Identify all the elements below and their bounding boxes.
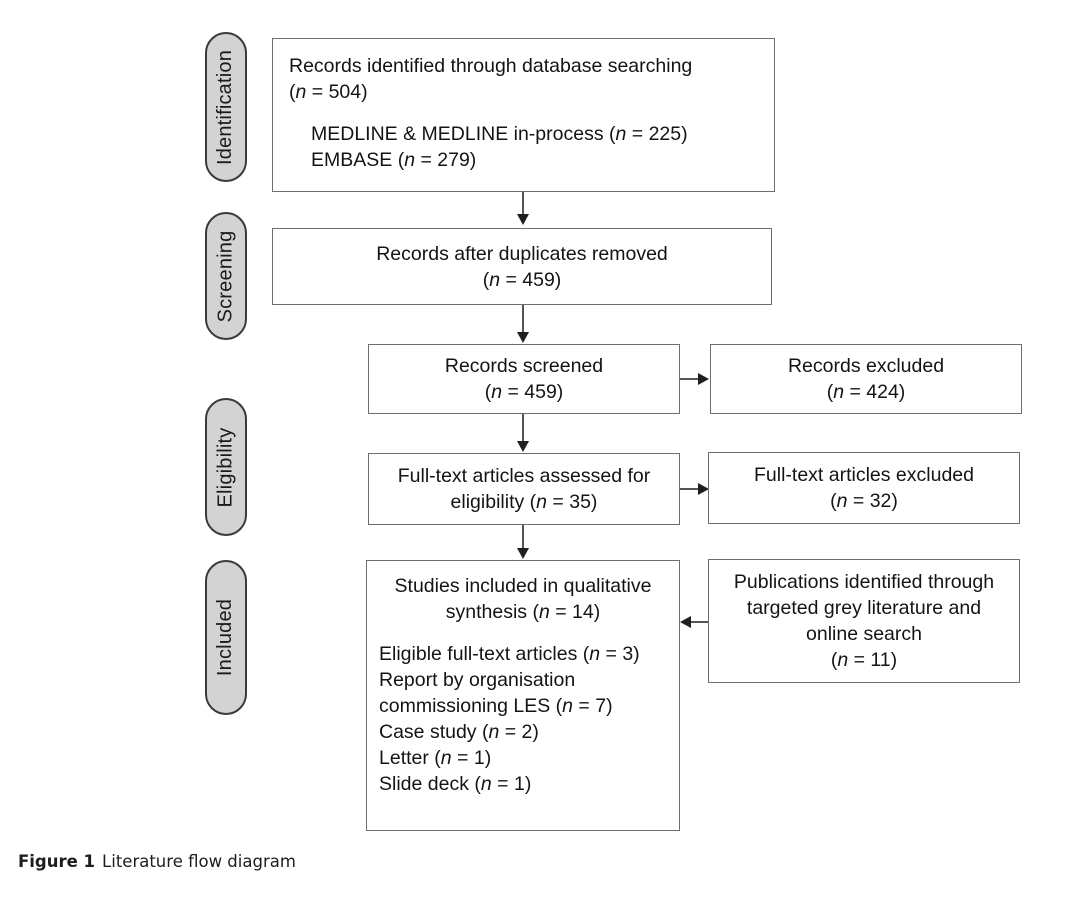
connector-fulltext-to-included: [522, 525, 524, 549]
duplicates-removed-count: (n = 459): [482, 268, 562, 291]
stage-pill-eligibility-label: Eligibility: [214, 426, 237, 508]
records-excluded-count: (n = 424): [826, 381, 906, 403]
records-screened-line1: Records screened: [444, 355, 604, 377]
box-fulltext-assessed: Full-text articles assessed for eligibil…: [368, 453, 680, 525]
stage-pill-included: Included: [205, 560, 247, 715]
connector-screened-to-fulltext: [522, 414, 524, 442]
figure-caption: Figure 1 Literature flow diagram: [18, 852, 296, 871]
grey-literature-count: (n = 11): [830, 649, 898, 671]
arrow-duplicates-to-screened: [517, 332, 529, 343]
grey-literature-line1: Publications identified through: [733, 571, 995, 593]
connector-grey-to-included: [690, 621, 708, 623]
arrow-fulltext-to-included: [517, 548, 529, 559]
fulltext-assessed-count: eligibility (n = 35): [450, 491, 598, 513]
studies-included-item-case-study: Case study (n = 2): [379, 721, 539, 743]
box-records-excluded: Records excluded (n = 424): [710, 344, 1022, 414]
grey-literature-line2: targeted grey literature and: [746, 597, 982, 619]
studies-included-item-eligible-fulltext: Eligible full-text articles (n = 3): [379, 643, 640, 665]
stage-pill-screening-label: Screening: [214, 230, 237, 322]
box-records-identified: Records identified through database sear…: [272, 38, 775, 192]
stage-pill-included-label: Included: [214, 598, 237, 677]
box-grey-literature: Publications identified through targeted…: [708, 559, 1020, 683]
studies-included-item-slide-deck: Slide deck (n = 1): [379, 773, 532, 795]
connector-duplicates-to-screened: [522, 305, 524, 333]
connector-fulltext-to-excluded: [680, 488, 700, 490]
records-identified-count: (n = 504): [289, 81, 368, 103]
grey-literature-line3: online search: [806, 623, 922, 645]
records-identified-source-embase: EMBASE (n = 279): [311, 149, 477, 171]
records-identified-source-medline: MEDLINE & MEDLINE in-process (n = 225): [311, 123, 688, 145]
figure-caption-label: Figure 1: [18, 852, 96, 871]
studies-included-item-report-line2: commissioning LES (n = 7): [379, 695, 613, 717]
figure-caption-text: Literature flow diagram: [102, 852, 296, 871]
arrow-screened-to-excluded: [698, 373, 709, 385]
connector-identified-to-duplicates: [522, 192, 524, 216]
studies-included-line1: Studies included in qualitative: [394, 575, 652, 597]
studies-included-item-letter: Letter (n = 1): [379, 747, 492, 769]
stage-pill-identification: Identification: [205, 32, 247, 182]
stage-pill-eligibility: Eligibility: [205, 398, 247, 536]
arrow-fulltext-to-excluded: [698, 483, 709, 495]
stage-pill-identification-label: Identification: [214, 49, 237, 165]
records-identified-line1: Records identified through database sear…: [289, 55, 693, 77]
fulltext-excluded-count: (n = 32): [830, 490, 898, 512]
connector-screened-to-excluded: [680, 378, 700, 380]
arrow-identified-to-duplicates: [517, 214, 529, 225]
studies-included-item-report-line1: Report by organisation: [379, 669, 576, 691]
duplicates-removed-line1: Records after duplicates removed: [376, 242, 668, 265]
box-fulltext-excluded: Full-text articles excluded (n = 32): [708, 452, 1020, 524]
stage-pill-screening: Screening: [205, 212, 247, 340]
box-duplicates-removed: Records after duplicates removed (n = 45…: [272, 228, 772, 305]
records-excluded-line1: Records excluded: [787, 355, 945, 377]
fulltext-excluded-line1: Full-text articles excluded: [753, 464, 974, 486]
fulltext-assessed-line1: Full-text articles assessed for: [397, 465, 651, 487]
arrow-screened-to-fulltext: [517, 441, 529, 452]
records-screened-count: (n = 459): [484, 381, 564, 403]
box-studies-included: Studies included in qualitative synthesi…: [366, 560, 680, 831]
arrow-grey-to-included: [680, 616, 691, 628]
studies-included-count: synthesis (n = 14): [445, 601, 601, 623]
box-records-screened: Records screened (n = 459): [368, 344, 680, 414]
